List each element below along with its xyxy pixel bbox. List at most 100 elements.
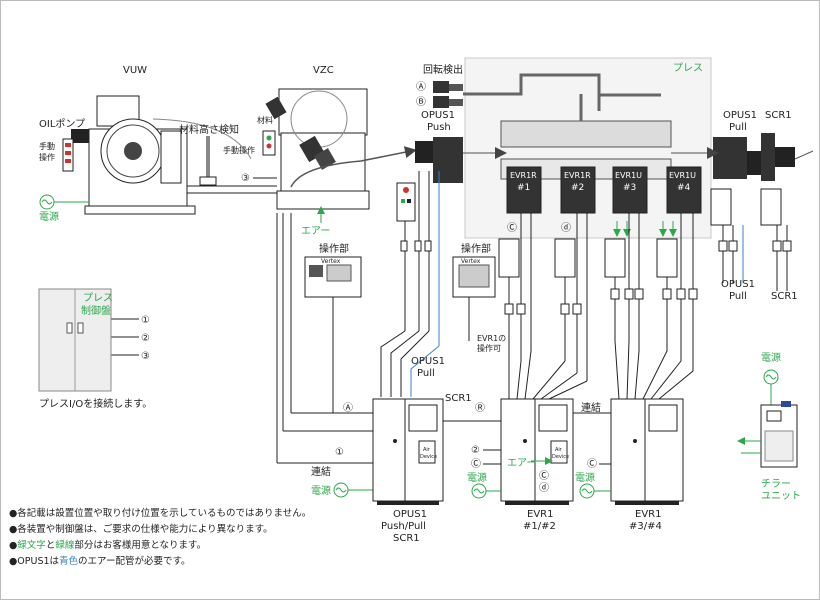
note-1: ●各記載は設置位置や取り付け位置を示しているものではありません。 — [9, 508, 312, 519]
manual-op-left-2: 操作 — [39, 152, 55, 162]
link-label: 連結 — [311, 465, 331, 478]
air-device-1b: Device — [420, 454, 437, 460]
material-height-label: 材料高さ検知 — [179, 123, 239, 136]
control-unit-1: 操作部 Vertex — [304, 242, 362, 413]
marker-three-vzc: ③ — [241, 173, 250, 184]
power-left: 電源 — [39, 194, 89, 223]
note-3-green-text: 緑文字 — [17, 540, 46, 551]
note-4-blue: 青色 — [59, 556, 79, 567]
power-cab3-label: 電源 — [575, 471, 595, 484]
material-label: 材料 — [257, 115, 273, 125]
evr3-name: EVR1U — [615, 171, 642, 180]
opus-push-label-2: Push — [427, 122, 451, 133]
marker-b-top: Ⓑ — [416, 96, 426, 108]
rotation-detect-label: 回転検出 — [423, 63, 463, 76]
scr1-right: SCR1 — [771, 291, 798, 302]
evr-unit-1: EVR1R #1 Ⓒ — [498, 166, 542, 278]
cabinet1-label-1: OPUS1 — [393, 509, 427, 520]
press-panel-label-1: プレス — [83, 292, 113, 304]
note-3-rest: 部分はお客様用意となります。 — [74, 540, 207, 551]
press-io-note: プレスI/Oを接続します。 — [39, 397, 152, 410]
panel2-brand: Vertex — [461, 258, 481, 265]
marker-d-cab2: ⓓ — [539, 482, 549, 494]
air-device-2a: Air — [555, 447, 563, 453]
evr1-name: EVR1R — [510, 171, 537, 180]
control-unit-2-label: 操作部 — [461, 242, 491, 255]
control-unit-1-label: 操作部 — [319, 242, 349, 255]
power-left-label: 電源 — [39, 210, 59, 223]
evr-unit-2: EVR1R #2 ⓓ — [554, 166, 596, 278]
marker-r-cab2: Ⓡ — [475, 402, 485, 414]
vzc-machine: VZC 材料 手動操作 ③ エアー — [223, 65, 417, 237]
note-2: ●各装置や制御盤は、ご要求の仕様や能力により異なります。 — [9, 524, 273, 535]
marker-c-cab2: Ⓒ — [471, 458, 481, 470]
note-4-rest: のエアー配管が必要です。 — [78, 556, 191, 567]
opus-pull-right-2: Pull — [729, 291, 747, 302]
power-cab2-label: 電源 — [467, 471, 487, 484]
cabinet2-label-1: EVR1 — [527, 509, 553, 520]
rotation-detect: 回転検出 Ⓐ Ⓑ — [416, 63, 463, 108]
air-device-2b: Device — [552, 454, 569, 460]
cabinet2-label-2: #1/#2 — [523, 521, 556, 532]
press-panel-label-2: 制御盤 — [81, 304, 111, 317]
chiller-label-2: ユニット — [761, 491, 801, 502]
opus-pull-right-unit: OPUS1 Pull SCR1 OPUS1 Pull SCR1 — [671, 110, 814, 302]
chiller-label-1: チラー — [761, 478, 791, 490]
control-unit-2: 操作部 Vertex EVR1の 操作可 — [452, 242, 506, 353]
opus-push: OPUS1 Push — [396, 110, 507, 222]
evr-operable-1: EVR1の — [477, 334, 506, 343]
chiller-unit: 電源 チラー ユニット — [737, 351, 801, 502]
note-3-green-line: 緑線 — [55, 540, 75, 551]
marker-c-evr1: Ⓒ — [507, 222, 517, 234]
marker-one-cab1: ① — [335, 447, 344, 458]
cabinet3-label-2: #3/#4 — [629, 521, 662, 532]
marker-c-cab3: Ⓒ — [587, 458, 597, 470]
evr-unit-4: EVR1U #4 — [656, 166, 702, 278]
note-4: ●OPUS1は青色のエアー配管が必要です。 — [9, 553, 191, 567]
air-cab2-label: エアー — [507, 458, 536, 469]
cabinet-1: Air Device OPUS1 Push/Pull SCR1 — [372, 398, 444, 544]
vzc-label: VZC — [313, 65, 334, 76]
air-vzc-label: エアー — [301, 226, 330, 237]
evr2-name: EVR1R — [564, 171, 591, 180]
wiring — [111, 171, 792, 464]
marker-c-cab2-b: Ⓒ — [539, 470, 549, 482]
opus-pull-top-1: OPUS1 — [723, 110, 757, 121]
manual-op-left-1: 手動 — [39, 141, 55, 151]
evr1-num: #1 — [517, 183, 530, 193]
note-4-pre: ●OPUS1は — [9, 556, 60, 567]
opus-pull-top-2: Pull — [729, 122, 747, 133]
marker-two-cab2: ② — [471, 445, 480, 456]
evr4-name: EVR1U — [669, 171, 696, 180]
evr-unit-3: EVR1U #3 — [604, 166, 648, 278]
cabinet1-label-3: SCR1 — [393, 533, 420, 544]
evr4-num: #4 — [677, 183, 691, 193]
vuw-label: VUW — [123, 65, 147, 76]
marker-a-cab1: Ⓐ — [343, 402, 353, 414]
link-label-2: 連結 — [581, 401, 601, 414]
press-out-two: ② — [141, 333, 150, 344]
cabinet3-label-1: EVR1 — [635, 509, 661, 520]
opus-pull-right-1: OPUS1 — [721, 279, 755, 290]
scr1-top: SCR1 — [765, 110, 792, 121]
marker-d-evr2: ⓓ — [561, 222, 571, 234]
evr3-num: #3 — [623, 183, 636, 193]
cabinet-3: 連結 Ⓒ 電源 EVR1 #3/#4 — [575, 398, 684, 532]
chiller-power-label: 電源 — [761, 351, 781, 364]
press-out-three: ③ — [141, 351, 150, 362]
oil-pump-label: OILポンプ — [39, 118, 85, 130]
note-3: ●緑文字と緑線部分はお客様用意となります。 — [9, 540, 207, 551]
press-control-panel: プレス 制御盤 ① ② ③ プレスI/Oを接続します。 — [38, 288, 152, 410]
air-device-1a: Air — [423, 447, 431, 453]
marker-a-top: Ⓐ — [416, 81, 426, 93]
power-cab1-label: 電源 — [311, 484, 331, 497]
opus-pull-mid-2: Pull — [417, 368, 435, 379]
press-out-one: ① — [141, 315, 150, 326]
cabinet1-label-2: Push/Pull — [381, 521, 426, 532]
panel1-brand: Vertex — [321, 258, 341, 265]
note-3-and: と — [45, 540, 56, 551]
evr2-num: #2 — [571, 183, 584, 193]
press-label: プレス — [673, 62, 703, 74]
